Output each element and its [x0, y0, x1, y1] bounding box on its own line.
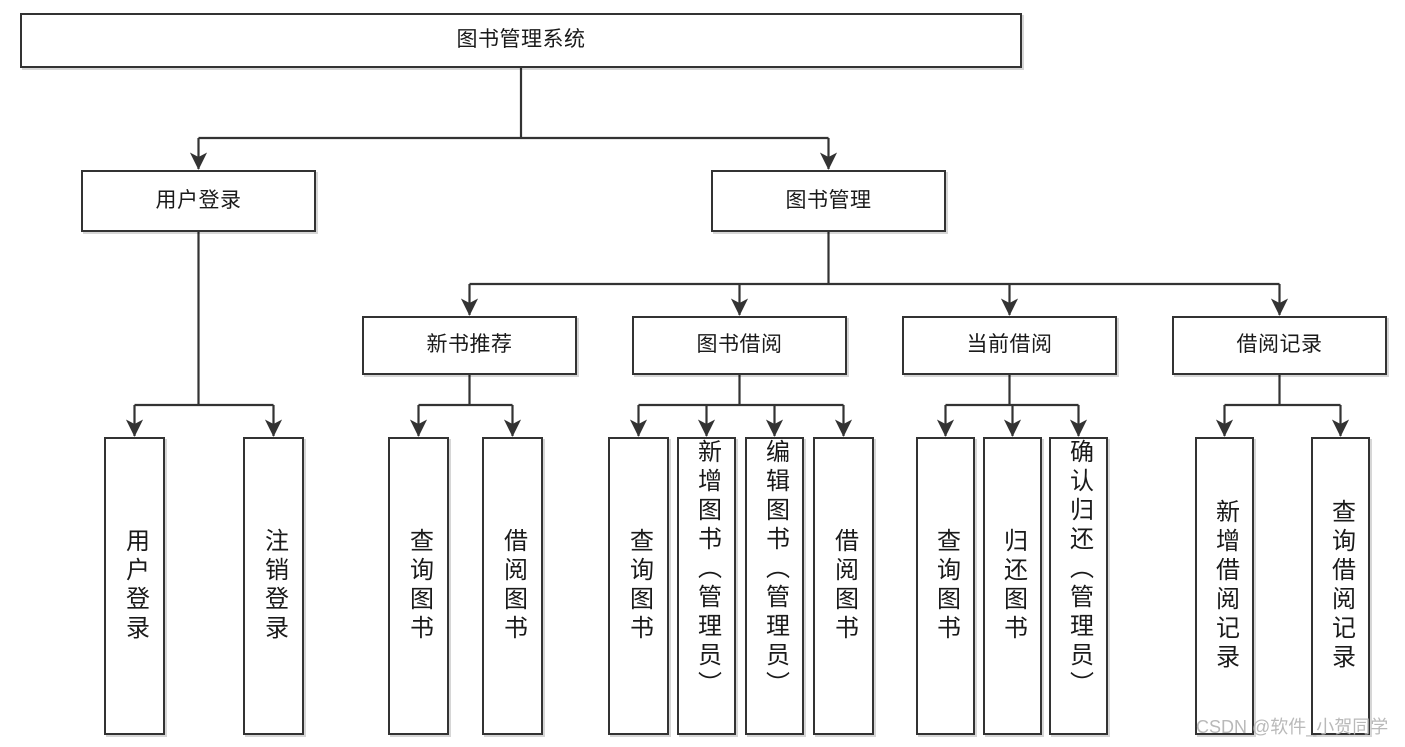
node-leaf-add-book-admin-label: 新增图书（管理员）: [693, 439, 721, 700]
node-book-management-module[interactable]: 图书管理: [711, 170, 946, 232]
node-leaf-borrow-book-label: 借阅图书: [830, 528, 858, 644]
node-leaf-borrow-query-book[interactable]: 查询图书: [608, 437, 669, 735]
node-leaf-confirm-return-admin-label: 确认归还（管理员）: [1065, 439, 1093, 700]
node-leaf-new-query-book-label: 查询图书: [405, 528, 433, 644]
node-leaf-current-query-book-label: 查询图书: [932, 528, 960, 644]
node-leaf-current-query-book[interactable]: 查询图书: [916, 437, 975, 735]
node-current-borrow-label: 当前借阅: [966, 333, 1053, 357]
node-leaf-borrow-query-book-label: 查询图书: [625, 528, 653, 644]
node-leaf-new-query-book[interactable]: 查询图书: [388, 437, 449, 735]
node-borrow-record-label: 借阅记录: [1236, 333, 1323, 357]
node-book-borrow-label: 图书借阅: [696, 333, 783, 357]
node-leaf-return-book[interactable]: 归还图书: [983, 437, 1042, 735]
node-leaf-add-borrow-record[interactable]: 新增借阅记录: [1195, 437, 1254, 735]
node-leaf-add-book-admin[interactable]: 新增图书（管理员）: [677, 437, 736, 735]
node-book-management-module-label: 图书管理: [785, 188, 872, 212]
node-leaf-confirm-return-admin[interactable]: 确认归还（管理员）: [1049, 437, 1108, 735]
node-leaf-new-borrow-book[interactable]: 借阅图书: [482, 437, 543, 735]
node-user-login-module-label: 用户登录: [155, 188, 242, 212]
node-current-borrow[interactable]: 当前借阅: [902, 316, 1117, 375]
node-root-label: 图书管理系统: [456, 28, 586, 52]
node-leaf-return-book-label: 归还图书: [999, 528, 1027, 644]
node-leaf-user-logout[interactable]: 注销登录: [243, 437, 304, 735]
node-leaf-query-borrow-record-label: 查询借阅记录: [1327, 499, 1355, 673]
node-root[interactable]: 图书管理系统: [20, 13, 1022, 68]
node-leaf-user-logout-label: 注销登录: [260, 528, 288, 644]
node-leaf-user-login[interactable]: 用户登录: [104, 437, 165, 735]
node-leaf-edit-book-admin[interactable]: 编辑图书（管理员）: [745, 437, 804, 735]
node-borrow-record[interactable]: 借阅记录: [1172, 316, 1387, 375]
node-leaf-query-borrow-record[interactable]: 查询借阅记录: [1311, 437, 1370, 735]
node-new-book-recommend-label: 新书推荐: [426, 333, 513, 357]
node-leaf-user-login-label: 用户登录: [121, 528, 149, 644]
node-leaf-add-borrow-record-label: 新增借阅记录: [1211, 499, 1239, 673]
node-user-login-module[interactable]: 用户登录: [81, 170, 316, 232]
node-book-borrow[interactable]: 图书借阅: [632, 316, 847, 375]
node-leaf-borrow-book[interactable]: 借阅图书: [813, 437, 874, 735]
node-new-book-recommend[interactable]: 新书推荐: [362, 316, 577, 375]
node-leaf-edit-book-admin-label: 编辑图书（管理员）: [761, 439, 789, 700]
node-leaf-new-borrow-book-label: 借阅图书: [499, 528, 527, 644]
